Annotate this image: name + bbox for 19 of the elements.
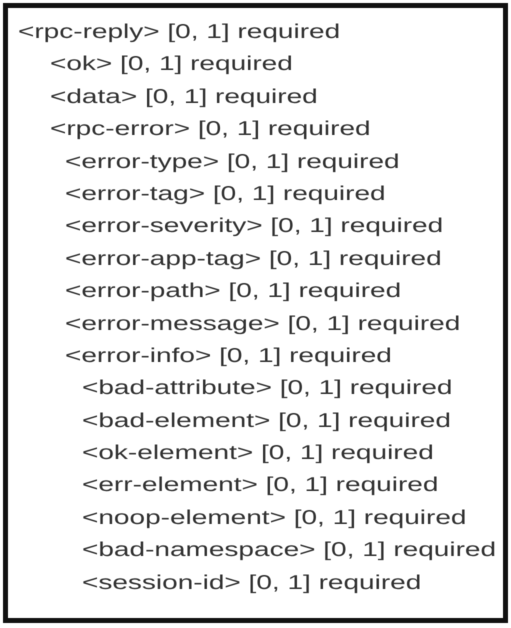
tree-entry-text: <error-tag> [0, 1] required [65, 182, 386, 206]
tree-entry-text: <error-message> [0, 1] required [65, 312, 460, 336]
tree-entry-text: <error-path> [0, 1] required [65, 280, 402, 304]
tree-entry-text: <bad-attribute> [0, 1] required [82, 377, 452, 400]
tree-entry-text: <session-id> [0, 1] required [82, 572, 422, 595]
tree-entry-text: <error-type> [0, 1] required [65, 150, 400, 174]
tree-entry-text: <rpc-error> [0, 1] required [50, 118, 371, 142]
tree-entry-text: <err-element> [0, 1] required [82, 474, 438, 498]
tree-entry-text: <bad-element> [0, 1] required [82, 410, 451, 433]
tree-entry-text: <error-severity> [0, 1] required [65, 215, 444, 238]
tree-entry-text: <data> [0, 1] required [50, 86, 318, 109]
tree-entry-text: <bad-namespace> [0, 1] required [82, 539, 496, 562]
tree-entry-text: <error-info> [0, 1] required [65, 344, 392, 368]
tree-entry-text: <ok> [0, 1] required [50, 53, 293, 76]
tree-entry-text: <rpc-reply> [0, 1] required [18, 21, 340, 44]
tree-entry-text: <noop-element> [0, 1] required [82, 506, 466, 530]
tree-entry-text: <error-app-tag> [0, 1] required [65, 248, 442, 271]
tree-entry-text: <ok-element> [0, 1] required [82, 442, 434, 466]
bordered-frame [3, 3, 508, 623]
